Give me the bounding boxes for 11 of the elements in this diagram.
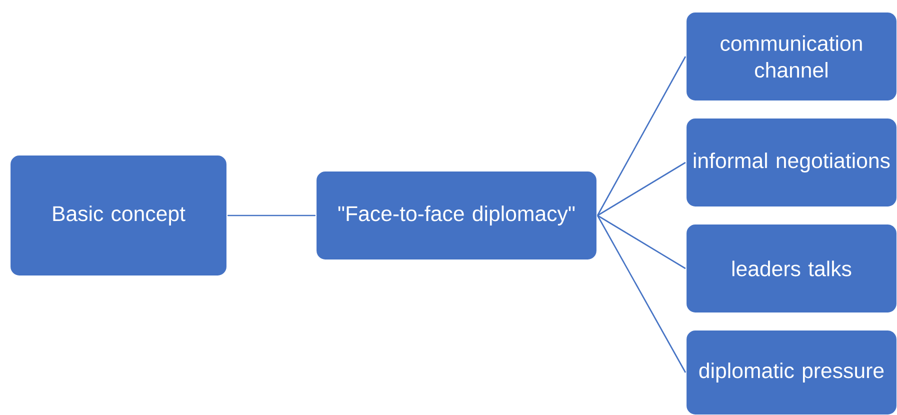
connector-line xyxy=(597,162,686,216)
connector-line xyxy=(228,214,316,216)
topic-box: communication channel xyxy=(685,11,897,102)
topic-box: informal negotiations xyxy=(685,117,897,208)
topic-box: diplomatic pressure xyxy=(685,329,897,415)
topic-box: leaders talks xyxy=(685,223,897,314)
concept-box: "Face-to-face diplomacy" xyxy=(315,170,598,261)
connector-line xyxy=(596,56,686,216)
connector-line xyxy=(597,214,686,270)
concept-box: Basic concept xyxy=(9,154,228,277)
connector-line xyxy=(596,215,686,373)
